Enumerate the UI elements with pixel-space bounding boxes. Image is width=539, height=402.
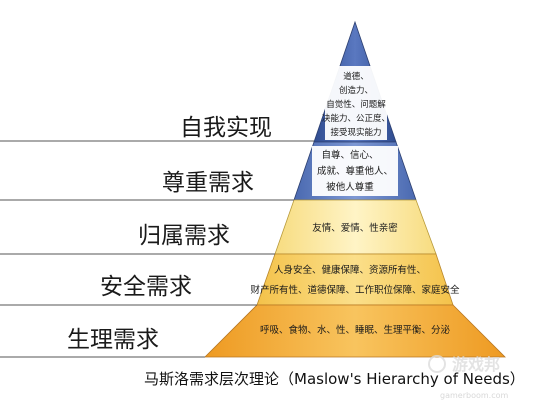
watermark: 游戏邦 gamerboom.com: [428, 355, 508, 400]
level-label-esteem: 尊重需求: [162, 170, 254, 196]
level-label-safety: 安全需求: [100, 274, 192, 300]
self-actualization-detail-3: 自觉性、问题解: [326, 99, 386, 110]
safety-detail-2: 财产所有性、道德保障、工作职位保障、家庭安全: [250, 284, 460, 296]
level-label-belonging: 归属需求: [138, 223, 230, 249]
tier-safety: [256, 253, 454, 306]
esteem-detail-1: 自尊、信心、: [321, 149, 378, 161]
watermark-url: gamerboom.com: [440, 391, 508, 400]
belonging-detail-1: 友情、爱情、性亲密: [312, 222, 398, 234]
tier-physiological: [204, 304, 506, 358]
esteem-detail-3: 被他人尊重: [326, 181, 374, 193]
watermark-logo: 游戏邦: [452, 355, 500, 374]
level-label-self-actualization: 自我实现: [180, 115, 272, 141]
watermark-logo-icon: [428, 355, 446, 373]
esteem-detail-2: 成就、尊重他人、: [317, 165, 393, 177]
self-actualization-detail-5: 接受现实能力: [330, 127, 381, 138]
self-actualization-detail-2: 创造力、: [339, 85, 373, 96]
diagram-caption: 马斯洛需求层次理论（Maslow's Hierarchy of Needs）: [144, 370, 525, 388]
esteem-text-panel: [312, 146, 398, 196]
level-label-physiological: 生理需求: [67, 327, 159, 353]
physiological-detail-1: 呼吸、食物、水、性、睡眠、生理平衡、分泌: [260, 324, 451, 336]
self-actualization-detail-1: 道德、: [343, 71, 369, 82]
safety-detail-1: 人身安全、健康保障、资源所有性、: [274, 264, 426, 276]
self-actualization-text-panel: [325, 66, 387, 140]
self-actualization-detail-4: 决能力、公正度、: [322, 113, 390, 124]
